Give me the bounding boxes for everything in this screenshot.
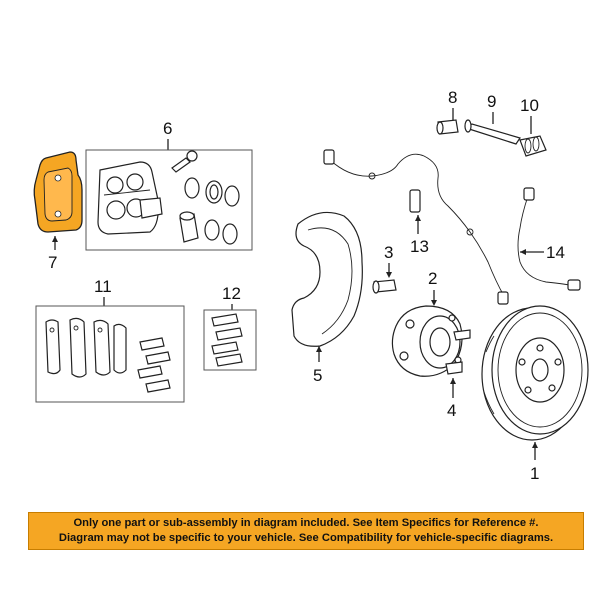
callout-5: 5 (313, 366, 322, 385)
disclaimer-banner: Only one part or sub-assembly in diagram… (28, 512, 584, 550)
pad-hardware-clips[interactable] (137, 337, 171, 393)
pistons[interactable] (179, 211, 238, 245)
callout-3: 3 (384, 243, 393, 262)
callout-8: 8 (448, 88, 457, 107)
callout-13: 13 (410, 237, 429, 256)
piston-seals[interactable] (184, 177, 240, 207)
guide-pin[interactable] (464, 119, 521, 145)
caliper-bracket-highlighted[interactable] (33, 151, 83, 233)
caliper-bolt[interactable] (436, 119, 459, 135)
dust-shield[interactable] (291, 211, 363, 347)
callout-14: 14 (546, 243, 565, 262)
hardware-clips[interactable] (211, 313, 243, 367)
wheel-stud[interactable] (445, 361, 463, 375)
callout-6: 6 (163, 119, 172, 138)
bleeder-screw[interactable] (171, 150, 198, 173)
brake-rotor[interactable] (481, 305, 589, 441)
callout-10: 10 (520, 96, 539, 115)
disclaimer-line-2: Diagram may not be specific to your vehi… (58, 532, 554, 544)
callout-12: 12 (222, 284, 241, 303)
callout-2: 2 (428, 269, 437, 288)
callout-7: 7 (48, 253, 57, 272)
brake-pads[interactable] (45, 317, 127, 378)
callout-1: 1 (530, 464, 539, 483)
hub-bolt[interactable] (372, 279, 397, 294)
callout-11: 11 (94, 277, 112, 296)
disclaimer-line-1: Only one part or sub-assembly in diagram… (73, 517, 539, 529)
callout-4: 4 (447, 401, 456, 420)
guide-pin-boot[interactable] (519, 135, 547, 157)
hub-bearing[interactable] (391, 305, 471, 377)
caliper-assembly[interactable] (97, 161, 163, 235)
callout-9: 9 (487, 92, 496, 111)
abs-sensor-harness[interactable] (323, 149, 509, 305)
brake-hose[interactable] (517, 187, 581, 291)
